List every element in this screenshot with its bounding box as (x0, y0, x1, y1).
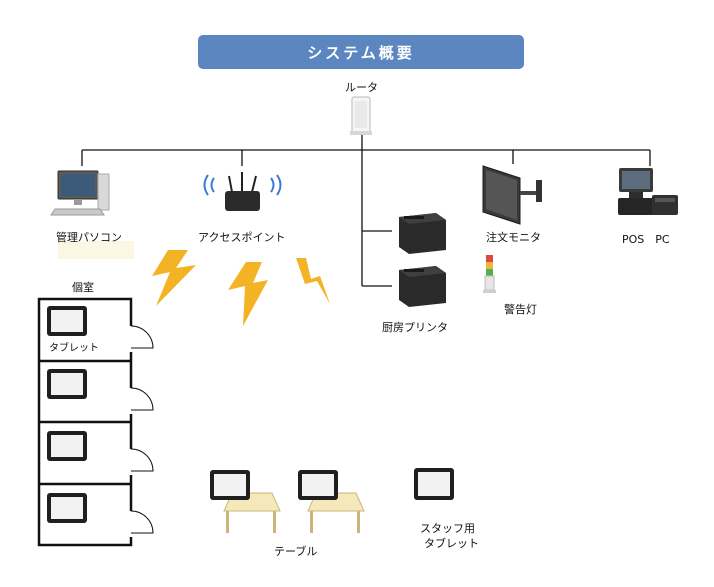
router-icon (350, 96, 372, 135)
monitor-arm-icon (482, 165, 542, 225)
private-room-outline (37, 297, 133, 547)
warning-light-label: 警告灯 (504, 303, 537, 316)
table-icon (298, 470, 365, 533)
printer-icon (399, 266, 446, 307)
tablet-icon (414, 468, 454, 500)
tablet-icon (47, 306, 87, 336)
lightning-icon (152, 250, 196, 306)
wireless-signal-icons (152, 250, 330, 326)
desktop-pc-icon (50, 170, 110, 216)
table-icon (210, 470, 281, 533)
connection-lines (81, 134, 651, 287)
staff-tablet-label-line1: スタッフ用 (420, 522, 475, 535)
pc-label: 管理パソコン (56, 231, 122, 244)
lightning-icon (228, 262, 268, 326)
pc-label-highlight (58, 241, 134, 259)
order-monitor-label: 注文モニタ (486, 231, 541, 244)
pos-terminal-icon (618, 168, 678, 215)
private-room-label: 個室 (72, 281, 94, 294)
warning-light-icon (483, 255, 496, 293)
access-point-label: アクセスポイント (198, 231, 286, 244)
kitchen-printer-label: 厨房プリンタ (382, 321, 448, 334)
tablet-icon (47, 369, 87, 399)
access-point-icon (203, 172, 282, 211)
pos-label: POS PC (622, 233, 670, 246)
table-label: テーブル (274, 545, 318, 558)
staff-tablet-label-line2: タブレット (424, 537, 479, 550)
tablet-icon (47, 493, 87, 523)
tablet-label: タブレット (49, 343, 99, 354)
tablet-icon (47, 431, 87, 461)
printer-icon (399, 213, 446, 254)
diagram-title: システム概要 (198, 35, 524, 69)
lightning-icon (296, 258, 330, 304)
door-icons (129, 325, 154, 537)
router-label: ルータ (345, 81, 378, 94)
